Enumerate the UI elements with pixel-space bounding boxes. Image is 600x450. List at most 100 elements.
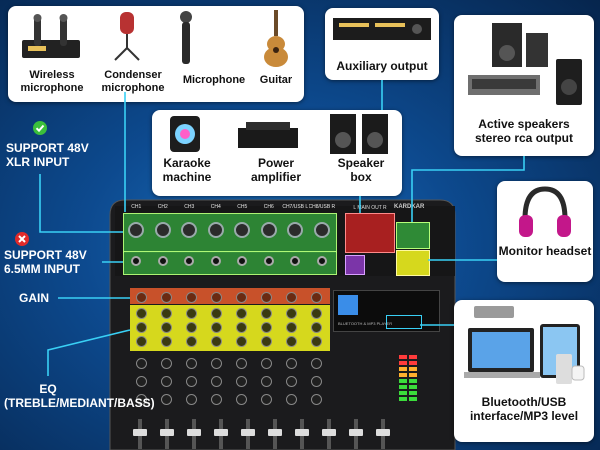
gain-knob[interactable] xyxy=(261,292,272,303)
quarter-inch-jack[interactable] xyxy=(210,256,221,266)
fader[interactable] xyxy=(295,419,309,449)
eq-knob[interactable] xyxy=(286,336,297,347)
eq-knob[interactable] xyxy=(311,322,322,333)
eq-knob[interactable] xyxy=(136,322,147,333)
quarter-inch-jack[interactable] xyxy=(316,256,327,266)
gain-knob[interactable] xyxy=(236,292,247,303)
eq-knob[interactable] xyxy=(286,308,297,319)
quarter-inch-jack[interactable] xyxy=(237,256,248,266)
gain-knob[interactable] xyxy=(286,292,297,303)
aux-knob[interactable] xyxy=(311,394,322,405)
meter-led xyxy=(399,379,407,383)
main-out-label: L MAIN OUT R xyxy=(353,205,387,211)
eq-knob[interactable] xyxy=(311,336,322,347)
fader[interactable] xyxy=(376,419,390,449)
gain-knob[interactable] xyxy=(161,292,172,303)
aux-knob[interactable] xyxy=(286,358,297,369)
active-speakers-label: Active speakers stereo rca output xyxy=(474,117,573,145)
xlr-jack[interactable] xyxy=(154,222,171,238)
fader[interactable] xyxy=(241,419,255,449)
fader-cap[interactable] xyxy=(214,429,228,436)
eq-knob[interactable] xyxy=(186,308,197,319)
eq-knob[interactable] xyxy=(136,308,147,319)
fader-cap[interactable] xyxy=(160,429,174,436)
xlr-jack[interactable] xyxy=(181,222,198,238)
eq-knob[interactable] xyxy=(286,322,297,333)
fader[interactable] xyxy=(214,419,228,449)
quarter-inch-jack[interactable] xyxy=(290,256,301,266)
main-out-zone xyxy=(345,213,395,253)
eq-knob[interactable] xyxy=(236,322,247,333)
aux-knob[interactable] xyxy=(186,358,197,369)
fader-cap[interactable] xyxy=(295,429,309,436)
xlr-jack[interactable] xyxy=(313,222,330,238)
aux-knob[interactable] xyxy=(161,358,172,369)
eq-knob[interactable] xyxy=(261,322,272,333)
gain-knob[interactable] xyxy=(211,292,222,303)
eq-knob[interactable] xyxy=(186,336,197,347)
fader[interactable] xyxy=(133,419,147,449)
eq-knob[interactable] xyxy=(161,308,172,319)
xlr-jack[interactable] xyxy=(234,222,251,238)
aux-knob[interactable] xyxy=(186,394,197,405)
check-icon xyxy=(33,121,47,135)
eq-knob[interactable] xyxy=(211,336,222,347)
fader[interactable] xyxy=(160,419,174,449)
eq-knob[interactable] xyxy=(161,336,172,347)
fader[interactable] xyxy=(349,419,363,449)
fader-cap[interactable] xyxy=(376,429,390,436)
fader-cap[interactable] xyxy=(349,429,363,436)
fader-cap[interactable] xyxy=(187,429,201,436)
fader[interactable] xyxy=(268,419,282,449)
eq-knob[interactable] xyxy=(136,336,147,347)
xlr-jack[interactable] xyxy=(287,222,304,238)
aux-knob[interactable] xyxy=(311,358,322,369)
aux-knob[interactable] xyxy=(236,358,247,369)
gain-knob[interactable] xyxy=(186,292,197,303)
aux-knob[interactable] xyxy=(136,358,147,369)
aux-knob[interactable] xyxy=(136,394,147,405)
aux-knob[interactable] xyxy=(261,376,272,387)
aux-knob[interactable] xyxy=(161,394,172,405)
brand-label: KARDKAR xyxy=(394,204,425,210)
quarter-inch-jack[interactable] xyxy=(263,256,274,266)
fader[interactable] xyxy=(187,419,201,449)
gain-knob[interactable] xyxy=(311,292,322,303)
eq-knob[interactable] xyxy=(211,308,222,319)
xlr-jack[interactable] xyxy=(207,222,224,238)
quarter-inch-jack[interactable] xyxy=(157,256,168,266)
aux-knob[interactable] xyxy=(211,358,222,369)
aux-knob[interactable] xyxy=(136,376,147,387)
aux-knob[interactable] xyxy=(211,394,222,405)
fader-cap[interactable] xyxy=(268,429,282,436)
fader[interactable] xyxy=(322,419,336,449)
eq-knob[interactable] xyxy=(311,308,322,319)
aux-knob[interactable] xyxy=(261,358,272,369)
aux-knob[interactable] xyxy=(186,376,197,387)
eq-knob[interactable] xyxy=(211,322,222,333)
quarter-inch-jack[interactable] xyxy=(131,256,142,266)
aux-knob[interactable] xyxy=(236,394,247,405)
fader-cap[interactable] xyxy=(241,429,255,436)
eq-knob[interactable] xyxy=(161,322,172,333)
eq-knob[interactable] xyxy=(236,308,247,319)
eq-knob[interactable] xyxy=(261,336,272,347)
fader-cap[interactable] xyxy=(322,429,336,436)
aux-knob[interactable] xyxy=(286,376,297,387)
eq-knob[interactable] xyxy=(261,308,272,319)
aux-knob[interactable] xyxy=(311,376,322,387)
fader-cap[interactable] xyxy=(133,429,147,436)
eq-knob[interactable] xyxy=(186,322,197,333)
aux-knob[interactable] xyxy=(211,376,222,387)
quarter-inch-jack[interactable] xyxy=(184,256,195,266)
aux-knob[interactable] xyxy=(236,376,247,387)
xlr-jack[interactable] xyxy=(260,222,277,238)
headphone-zone xyxy=(396,250,430,276)
xlr-jack[interactable] xyxy=(128,222,145,238)
aux-knob[interactable] xyxy=(261,394,272,405)
eq-knob[interactable] xyxy=(236,336,247,347)
aux-knob[interactable] xyxy=(286,394,297,405)
aux-knob[interactable] xyxy=(161,376,172,387)
gain-knob[interactable] xyxy=(136,292,147,303)
